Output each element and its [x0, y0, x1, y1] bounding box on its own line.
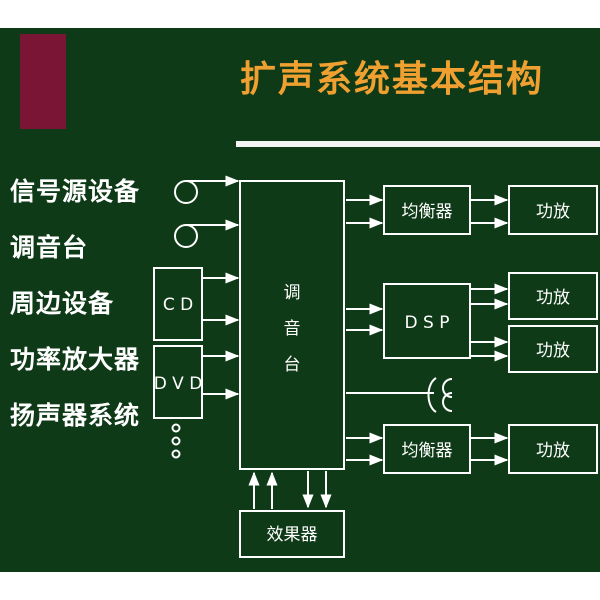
cd-box: [153, 267, 203, 341]
component-list: 信号源设备 调音台 周边设备 功率放大器 扬声器系统: [10, 172, 140, 452]
mixer-box: [239, 180, 345, 470]
amplifier-box-1: [508, 185, 598, 235]
list-item-peripheral: 周边设备: [10, 289, 115, 318]
dsp-box: [383, 283, 471, 359]
dvd-label: D V D: [154, 374, 203, 394]
list-item-speaker: 扬声器系统: [10, 401, 141, 430]
mixer-label-3: 台: [284, 355, 301, 375]
amplifier-box-3: [508, 325, 598, 373]
amplifier-label-3: 功放: [536, 341, 570, 361]
amplifier-box-4: [508, 424, 598, 474]
equalizer-label-bottom: 均衡器: [402, 441, 453, 461]
microphone-icon: [174, 180, 198, 204]
amplifier-label-2: 功放: [536, 288, 570, 308]
dvd-box: [153, 345, 203, 419]
amplifier-box-2: [508, 272, 598, 320]
amplifier-label-4: 功放: [536, 441, 570, 461]
amplifier-label-1: 功放: [536, 202, 570, 222]
list-item-mixer: 调音台: [10, 233, 89, 262]
list-item-source: 信号源设备: [10, 177, 141, 206]
equalizer-box-top: [383, 185, 471, 235]
title-underline: [236, 141, 600, 147]
equalizer-box-bottom: [383, 424, 471, 474]
cd-label: C D: [163, 295, 193, 315]
microphone-icon: [174, 224, 198, 248]
effects-label: 效果器: [267, 525, 318, 545]
slide: 扩声系统基本结构 信号源设备 调音台 周边设备 功率放大器 扬声器系统: [0, 28, 600, 572]
effects-box: [239, 510, 345, 558]
more-dots-icon: [171, 423, 181, 459]
headphones-icon: [427, 377, 453, 413]
system-diagram: C D D V D 调 音 台 均衡器 D S P 均衡器 功放 功放 功放 功…: [153, 175, 598, 558]
accent-bar: [20, 34, 66, 129]
slide-title: 扩声系统基本结构: [240, 59, 545, 100]
dsp-label: D S P: [405, 313, 450, 333]
equalizer-label-top: 均衡器: [402, 202, 453, 222]
mixer-label-2: 音: [284, 319, 301, 339]
list-item-amplifier: 功率放大器: [10, 345, 141, 374]
mixer-label-1: 调: [284, 283, 301, 303]
